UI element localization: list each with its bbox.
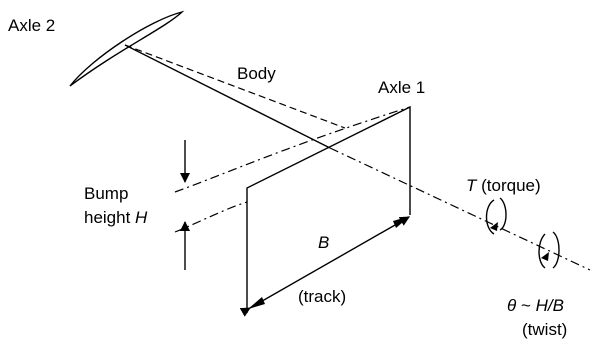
axle1-label: Axle 1 bbox=[378, 78, 425, 97]
torque-symbol: T bbox=[466, 176, 478, 195]
track-arrowhead-right bbox=[393, 216, 410, 228]
body-deformed-line bbox=[124, 44, 346, 129]
bump-lower-curve bbox=[174, 201, 248, 233]
twist-arrowhead bbox=[541, 252, 549, 261]
twist-rotation-icon bbox=[538, 231, 560, 269]
axle1-frame bbox=[246, 105, 411, 313]
bump-symbol: H bbox=[135, 208, 148, 227]
twist-ratio: H/B bbox=[536, 296, 564, 315]
twist-formula: θ ~ H/B bbox=[507, 296, 564, 315]
torque-rotation-icon bbox=[485, 197, 507, 235]
track-arrowhead-left bbox=[248, 297, 265, 309]
twist-theta: θ bbox=[507, 296, 517, 315]
twist-sim: ~ bbox=[516, 296, 535, 315]
torque-text: (torque) bbox=[476, 176, 540, 195]
body-label: Body bbox=[237, 64, 276, 83]
track-label: (track) bbox=[298, 287, 346, 306]
bump-label-text: height bbox=[84, 208, 135, 227]
torque-arrowhead bbox=[490, 222, 498, 231]
axle2-shape bbox=[69, 10, 185, 87]
track-symbol: B bbox=[318, 233, 329, 252]
bump-upper-curve bbox=[174, 106, 411, 193]
twist-label: (twist) bbox=[522, 320, 567, 339]
body-line bbox=[124, 44, 331, 149]
roll-axis bbox=[329, 147, 591, 271]
torque-label: T (torque) bbox=[466, 176, 541, 195]
bump-label-line1: Bump bbox=[84, 184, 128, 203]
track-arrow bbox=[239, 216, 410, 317]
bump-label-line2: height H bbox=[84, 208, 148, 227]
axle2-label: Axle 2 bbox=[8, 16, 55, 35]
